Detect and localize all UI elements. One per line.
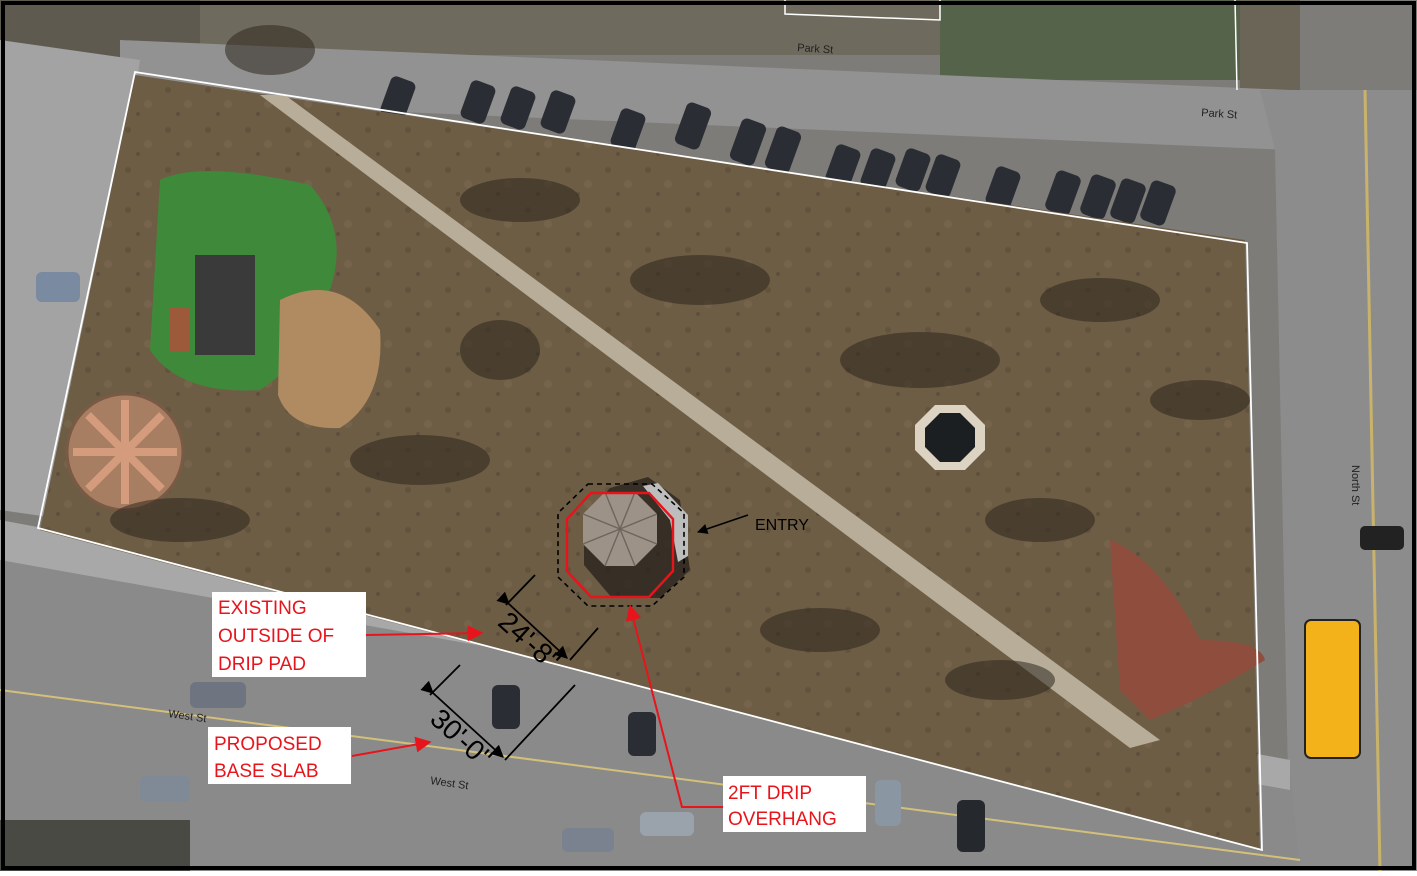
parked-cars-park-st (380, 76, 1176, 226)
drip-overhang-arrow (625, 604, 723, 808)
sand-area (278, 290, 381, 429)
entry-ramp (643, 483, 688, 562)
circular-patio (65, 392, 185, 512)
parked-car (36, 272, 80, 302)
gazebo (582, 477, 690, 598)
existing-drip-pad-line-2: OUTSIDE OF (218, 626, 334, 647)
dimension-lines (420, 574, 599, 761)
octagon-fountain (915, 405, 985, 470)
parked-car (1360, 526, 1404, 550)
park-st-road (120, 40, 1290, 150)
street-label-park-st: Park St (1201, 107, 1238, 121)
existing-drip-pad-line-1: EXISTING (218, 598, 307, 619)
school-bus (1304, 619, 1361, 759)
diagonal-walkway (260, 95, 1160, 748)
existing-drip-pad-arrow (365, 625, 484, 642)
drip-overhang-line-2: OVERHANG (728, 809, 837, 830)
play-structure (195, 255, 255, 355)
drip-overhang-outline (557, 483, 685, 607)
park-grounds (40, 75, 1260, 850)
existing-drip-pad-line-3: DRIP PAD (218, 654, 306, 675)
proposed-base-slab-line-2: BASE SLAB (214, 761, 319, 782)
existing-drip-pad-outline (565, 491, 675, 599)
brick-plaza (1110, 540, 1265, 720)
entry-label: ENTRY (755, 517, 809, 534)
street-label-west-st: West St (430, 775, 470, 792)
proposed-base-slab-arrow (351, 736, 432, 757)
building-block (0, 820, 190, 871)
tree-shadows (110, 25, 1250, 700)
drip-overhang-line-1: 2FT DRIP (728, 783, 812, 804)
proposed-base-slab-line-1: PROPOSED (214, 734, 322, 755)
play-structure-roof (170, 308, 190, 352)
lot-boundary-north (784, 0, 941, 21)
parked-cars-west-st (140, 682, 985, 852)
lawn-block (940, 0, 1240, 80)
building-block (200, 0, 950, 55)
existing-drip-pad-callout: EXISTING OUTSIDE OF DRIP PAD (212, 592, 366, 677)
west-st-centerline (0, 689, 1301, 861)
entry-arrow (697, 514, 749, 534)
street-label-north-st: North St (1349, 465, 1361, 505)
proposed-base-slab-callout: PROPOSED BASE SLAB (208, 727, 351, 784)
drip-overhang-callout: 2FT DRIP OVERHANG (723, 776, 866, 832)
street-label-park-st: Park St (797, 42, 834, 56)
street-label-west-st: West St (168, 708, 208, 725)
lot-boundary (36, 70, 1263, 852)
road-centerline (1363, 89, 1382, 872)
lot-boundary-north (1234, 0, 1238, 91)
